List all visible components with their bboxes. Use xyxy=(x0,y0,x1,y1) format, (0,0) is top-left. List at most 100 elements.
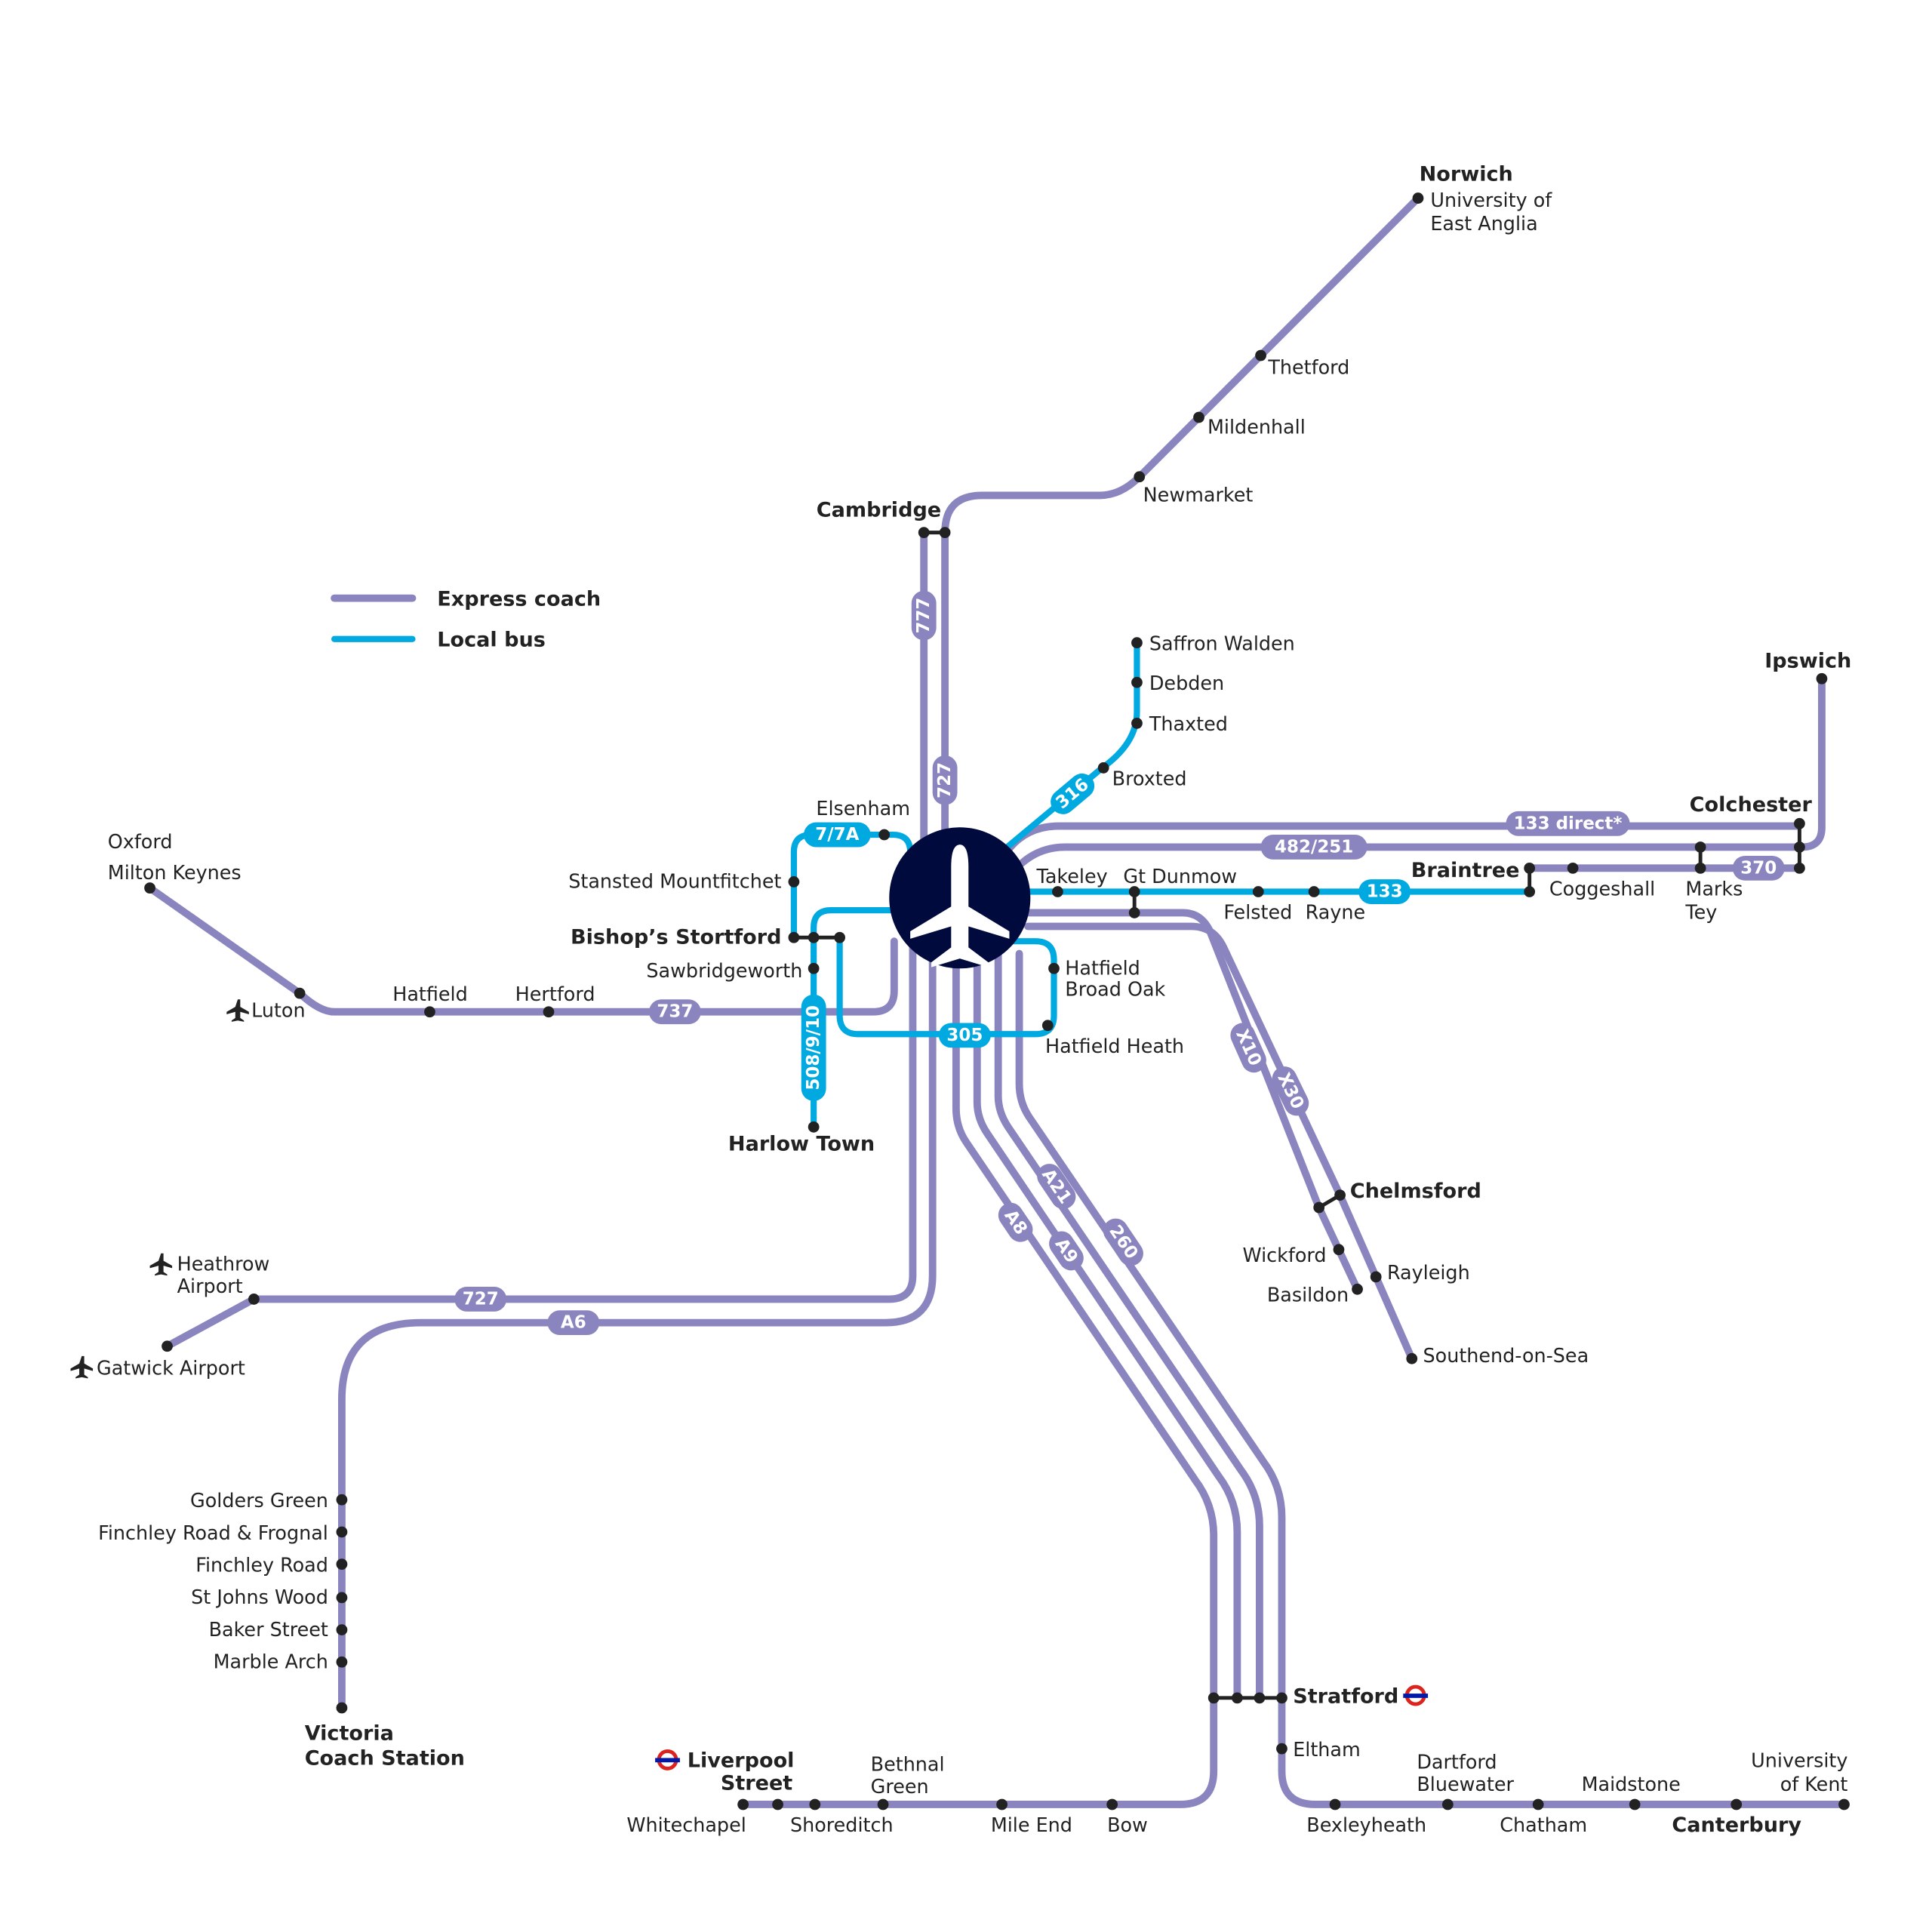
line-508 xyxy=(811,907,897,1131)
station-hatfield-heath: Hatfield Heath xyxy=(1045,1035,1184,1057)
station-heathrow-line1: Heathrow xyxy=(177,1253,270,1275)
station-uea-line2: East Anglia xyxy=(1430,212,1537,235)
svg-text:482/251: 482/251 xyxy=(1275,837,1353,857)
station-dartford-line1: Dartford xyxy=(1417,1750,1497,1773)
station-mile-end: Mile End xyxy=(991,1814,1072,1836)
line-482-251 xyxy=(1017,675,1826,867)
airplane-icon-luton xyxy=(226,999,249,1022)
station-victoria-line2: Coach Station xyxy=(305,1746,465,1770)
route-737-label: 737 xyxy=(648,999,701,1025)
legend-express-label: Express coach xyxy=(437,587,601,611)
station-gatwick: Gatwick Airport xyxy=(97,1357,245,1380)
station-rayleigh: Rayleigh xyxy=(1387,1261,1470,1284)
station-norwich: Norwich xyxy=(1420,163,1513,186)
line-a6 xyxy=(338,937,937,1712)
station-shoreditch: Shoreditch xyxy=(790,1814,894,1836)
route-133-label: 133 xyxy=(1358,879,1411,904)
station-wickford: Wickford xyxy=(1243,1244,1327,1266)
route-a6-label: A6 xyxy=(547,1310,600,1336)
line-a8 xyxy=(739,962,1218,1808)
line-727-heathrow xyxy=(163,937,917,1350)
station-hatfield-broad-oak-line1: Hatfield xyxy=(1065,956,1140,979)
svg-text:737: 737 xyxy=(657,1002,693,1022)
station-takeley: Takeley xyxy=(1036,865,1108,888)
airplane-icon xyxy=(910,844,1010,968)
station-maidstone: Maidstone xyxy=(1582,1773,1681,1795)
station-uea-line1: University of xyxy=(1430,189,1552,211)
station-chatham: Chatham xyxy=(1500,1814,1587,1836)
station-heathrow-line2: Airport xyxy=(177,1275,243,1297)
line-a9 xyxy=(973,962,1241,1702)
legend: Express coach Local bus xyxy=(331,587,601,652)
station-stratford: Stratford xyxy=(1293,1684,1398,1708)
station-canterbury: Canterbury xyxy=(1672,1814,1801,1837)
station-mildenhall: Mildenhall xyxy=(1208,415,1306,438)
station-whitechapel: Whitechapel xyxy=(626,1814,746,1836)
station-baker-street: Baker Street xyxy=(209,1618,328,1641)
underground-roundel-icon-stratford xyxy=(1403,1684,1429,1706)
station-gt-dunmow: Gt Dunmow xyxy=(1123,865,1237,888)
stops xyxy=(144,192,1850,1810)
airplane-icon-gatwick xyxy=(70,1355,94,1379)
station-st-johns-wood: St Johns Wood xyxy=(191,1586,328,1608)
airport-icons xyxy=(70,999,249,1379)
station-bethnal-green-line1: Bethnal xyxy=(871,1753,945,1776)
station-bethnal-green-line2: Green xyxy=(871,1775,929,1798)
route-x10-label: X10 xyxy=(1230,1023,1266,1073)
station-eltham: Eltham xyxy=(1293,1738,1361,1761)
line-737 xyxy=(146,884,898,1016)
route-7-7a-label: 7/7A xyxy=(804,822,871,848)
svg-text:133 direct*: 133 direct* xyxy=(1514,814,1623,833)
route-508-label: 508/9/10 xyxy=(801,994,826,1101)
station-colchester: Colchester xyxy=(1690,793,1813,817)
station-liverpool-street-line1: Liverpool xyxy=(688,1749,795,1773)
svg-text:305: 305 xyxy=(946,1026,983,1045)
station-marble-arch: Marble Arch xyxy=(214,1650,328,1672)
route-777-label: 777 xyxy=(911,590,937,641)
station-oxford: Oxford xyxy=(108,830,173,853)
stansted-airport-hub[interactable] xyxy=(889,827,1031,969)
station-coggeshall: Coggeshall xyxy=(1549,877,1655,900)
line-norwich xyxy=(941,194,1422,846)
station-finchley-road: Finchley Road xyxy=(195,1553,328,1576)
station-basildon: Basildon xyxy=(1267,1284,1349,1306)
legend-local-label: Local bus xyxy=(437,629,546,652)
route-482-251-label: 482/251 xyxy=(1260,835,1367,860)
route-370-label: 370 xyxy=(1732,855,1785,881)
station-sawbridgeworth: Sawbridgeworth xyxy=(646,959,802,982)
station-southend: Southend-on-Sea xyxy=(1423,1344,1589,1367)
station-labels: Norwich University of East Anglia Thetfo… xyxy=(97,163,1851,1837)
station-braintree: Braintree xyxy=(1411,859,1520,882)
station-broxted: Broxted xyxy=(1112,767,1187,789)
route-260-label: 260 xyxy=(1103,1218,1143,1266)
underground-roundel-icon-liverpool-street xyxy=(655,1749,680,1770)
route-133-direct-label: 133 direct* xyxy=(1506,811,1630,836)
station-luton: Luton xyxy=(251,998,305,1021)
svg-text:727: 727 xyxy=(463,1289,499,1309)
svg-text:370: 370 xyxy=(1740,858,1777,878)
station-harlow-town: Harlow Town xyxy=(728,1133,875,1156)
line-a21 xyxy=(994,949,1263,1702)
station-cambridge: Cambridge xyxy=(817,498,941,521)
svg-text:727: 727 xyxy=(935,762,955,798)
station-thetford: Thetford xyxy=(1267,356,1349,379)
station-debden: Debden xyxy=(1149,672,1224,694)
station-university-of-kent-line2: of Kent xyxy=(1780,1773,1848,1795)
station-marks-tey-line1: Marks xyxy=(1685,877,1743,900)
station-felsted: Felsted xyxy=(1223,901,1292,924)
station-hatfield: Hatfield xyxy=(392,983,468,1005)
station-marks-tey-line2: Tey xyxy=(1684,901,1717,924)
station-bow: Bow xyxy=(1107,1814,1148,1836)
station-milton-keynes: Milton Keynes xyxy=(108,861,242,884)
station-liverpool-street-line2: Street xyxy=(721,1771,792,1795)
station-bexleyheath: Bexleyheath xyxy=(1306,1814,1426,1836)
station-saffron-walden: Saffron Walden xyxy=(1149,632,1295,655)
express-lines xyxy=(146,194,1848,1808)
route-727-north-label: 727 xyxy=(932,755,958,805)
svg-text:7/7A: 7/7A xyxy=(815,825,859,844)
station-dartford-line2: Bluewater xyxy=(1417,1773,1514,1795)
svg-text:133: 133 xyxy=(1367,882,1403,902)
svg-text:508/9/10: 508/9/10 xyxy=(804,1005,823,1091)
station-golders-green: Golders Green xyxy=(190,1489,328,1512)
